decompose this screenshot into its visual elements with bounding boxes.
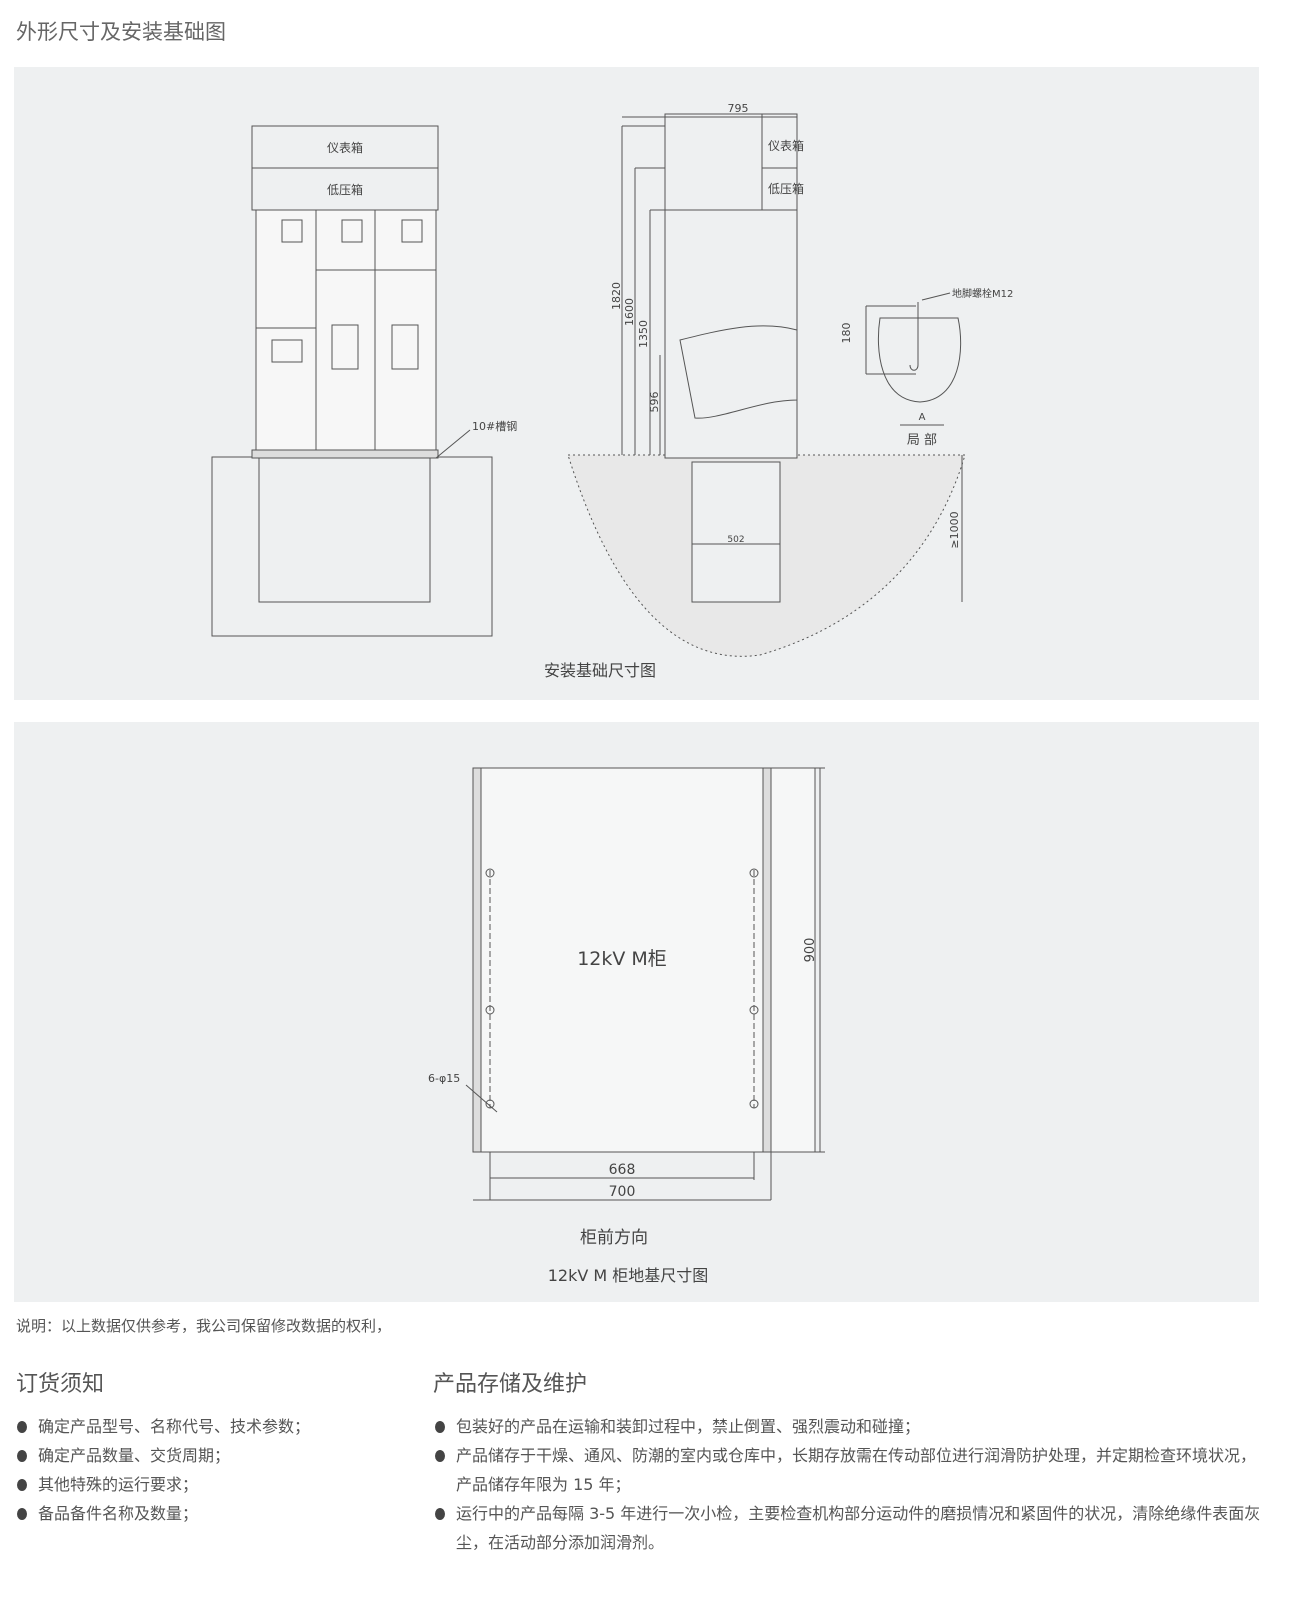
side-instrument-box-label: 仪表箱 xyxy=(768,138,804,153)
cabinet-label: 12kV M柜 xyxy=(577,948,667,970)
section-title: 外形尺寸及安装基础图 xyxy=(16,20,226,44)
dim-1350: 1350 xyxy=(637,320,650,348)
cabinet-foundation-diagram: 900 668 700 12kV M柜 6-φ15 柜前方向 12kV M 柜地… xyxy=(14,722,1259,1302)
detail-view: 地脚螺栓M12 180 A 局 部 xyxy=(840,287,1013,448)
channel-steel-label: 10#槽钢 xyxy=(472,420,517,433)
list-item: 包装好的产品在运输和装卸过程中，禁止倒置、强烈震动和碰撞； xyxy=(432,1412,1262,1441)
list-item: 备品备件名称及数量； xyxy=(14,1499,394,1528)
holes-label: 6-φ15 xyxy=(428,1072,460,1085)
side-view: 795 仪表箱 低压箱 1820 1600 1350 596 502 ≥1000 xyxy=(567,102,966,657)
ordering-list: 确定产品型号、名称代号、技术参数； 确定产品数量、交货周期； 其他特殊的运行要求… xyxy=(14,1412,394,1528)
dim-1600: 1600 xyxy=(623,298,636,326)
front-view: 仪表箱 低压箱 10#槽钢 xyxy=(211,125,517,637)
ordering-title: 订货须知 xyxy=(16,1372,105,1397)
list-item: 运行中的产品每隔 3-5 年进行一次小检，主要检查机构部分运动件的磨损情况和紧固… xyxy=(432,1499,1262,1557)
trench-width-dim: 502 xyxy=(727,535,744,545)
storage-list: 包装好的产品在运输和装卸过程中，禁止倒置、强烈震动和碰撞； 产品储存于干燥、通风… xyxy=(432,1412,1262,1557)
low-voltage-box-label: 低压箱 xyxy=(327,182,363,197)
disclaimer-note: 说明：以上数据仅供参考，我公司保留修改数据的权利， xyxy=(16,1317,392,1335)
installation-foundation-diagram: 仪表箱 低压箱 10#槽钢 795 仪表箱 低压箱 1820 1600 1350 xyxy=(14,67,1259,700)
dim-1820: 1820 xyxy=(610,282,623,310)
diagram2-caption: 12kV M 柜地基尺寸图 xyxy=(548,1266,709,1285)
outer-width-dim: 700 xyxy=(609,1184,636,1200)
list-item: 确定产品数量、交货周期； xyxy=(14,1441,394,1470)
detail-ref: A xyxy=(919,412,926,423)
list-item: 产品储存于干燥、通风、防潮的室内或仓库中，长期存放需在传动部位进行润滑防护处理，… xyxy=(432,1441,1262,1499)
inner-width-dim: 668 xyxy=(609,1162,636,1178)
dim-596: 596 xyxy=(648,392,661,413)
detail-label: 局 部 xyxy=(907,433,937,448)
list-item: 其他特殊的运行要求； xyxy=(14,1470,394,1499)
depth-dim: 900 xyxy=(803,938,818,963)
side-width-dim: 795 xyxy=(728,102,749,115)
side-low-voltage-box-label: 低压箱 xyxy=(768,181,804,196)
storage-title: 产品存储及维护 xyxy=(433,1372,588,1397)
anchor-bolt-label: 地脚螺栓M12 xyxy=(952,287,1013,300)
list-item: 确定产品型号、名称代号、技术参数； xyxy=(14,1412,394,1441)
instrument-box-label: 仪表箱 xyxy=(327,140,363,155)
depth-dim: ≥1000 xyxy=(948,511,961,548)
diagram1-caption: 安装基础尺寸图 xyxy=(544,661,656,680)
detail-height-dim: 180 xyxy=(840,323,853,344)
mounting-holes xyxy=(485,868,759,1109)
front-direction-label: 柜前方向 xyxy=(580,1228,648,1248)
